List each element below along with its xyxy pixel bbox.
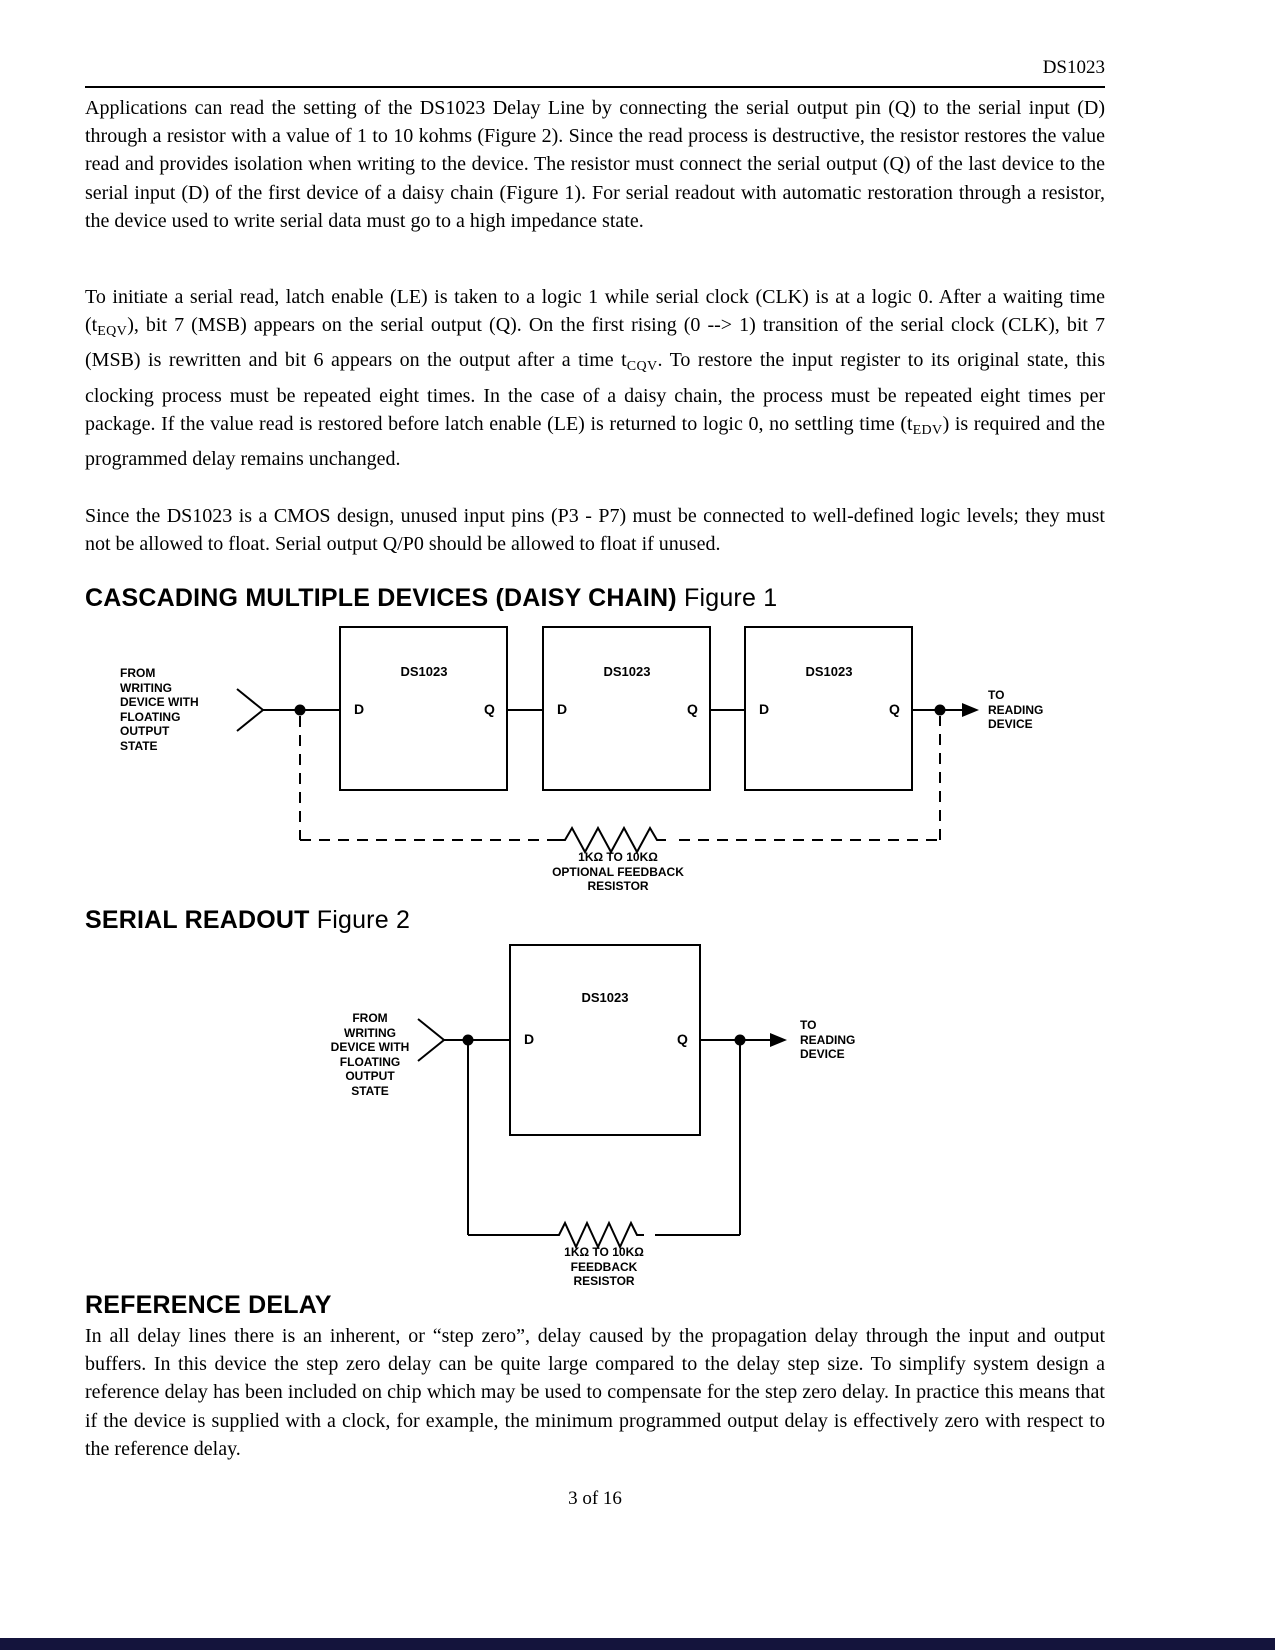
paragraph-reference-delay: In all delay lines there is an inherent,… (85, 1325, 1105, 1460)
figure2-resistor-label: 1KΩ TO 10KΩ FEEDBACK RESISTOR (564, 1245, 644, 1288)
page-number: 3 of 16 (568, 1488, 622, 1509)
figure1-node-right (934, 704, 946, 716)
figure1-chip-label-2: DS1023 (603, 664, 651, 679)
figure2-pin-d: D (524, 1031, 535, 1047)
header-rule (85, 86, 1105, 88)
figure1-svg (236, 626, 979, 855)
figure1-chip-label-1: DS1023 (400, 664, 448, 679)
figure2-buffer-chevron-icon (417, 1018, 446, 1062)
figure2-pin-q: Q (677, 1031, 688, 1047)
figure1-pin-q-3: Q (889, 701, 900, 717)
figure1-chip-box-1 (339, 626, 508, 791)
figure1-resistor-zigzag (556, 825, 666, 855)
p2-text-3: . To restore the input register to its o… (85, 349, 1105, 435)
figure1-pin-d-3: D (759, 701, 770, 717)
figure1-pin-d-2: D (557, 701, 568, 717)
figure1-to-label: TO READING DEVICE (988, 688, 1044, 731)
figure2-from-label: FROM WRITING DEVICE WITH FLOATING OUTPUT… (330, 1011, 410, 1098)
doc-id: DS1023 (1042, 57, 1105, 78)
figure1-from-label: FROM WRITING DEVICE WITH FLOATING OUTPUT… (120, 666, 199, 753)
figure1-heading: CASCADING MULTIPLE DEVICES (DAISY CHAIN)… (85, 584, 777, 613)
p2-text-1: To initiate a serial read, latch enable … (85, 286, 1105, 337)
figure1-heading-text: CASCADING MULTIPLE DEVICES (DAISY CHAIN) (85, 584, 677, 612)
figure2-svg (417, 944, 787, 1250)
paragraph-serial-readout: Applications can read the setting of the… (85, 97, 1105, 232)
figure2-arrow-right-icon (770, 1033, 787, 1047)
figure1-diagram: FROM WRITING DEVICE WITH FLOATING OUTPUT… (0, 618, 1275, 913)
figure1-buffer-chevron-icon (236, 688, 265, 732)
figure2-chip-label: DS1023 (581, 990, 629, 1005)
figure2-chip-box (509, 944, 701, 1136)
p2-sub-teqv: EQV (97, 324, 128, 340)
figure1-heading-ref: Figure 1 (683, 584, 778, 612)
bottom-scan-bar (0, 1638, 1275, 1650)
figure1-resistor-label: 1KΩ TO 10KΩ OPTIONAL FEEDBACK RESISTOR (552, 850, 684, 893)
figure2-heading-text: SERIAL READOUT (85, 906, 310, 934)
figure1-chip-label-3: DS1023 (805, 664, 853, 679)
figure1-pin-q-2: Q (687, 701, 698, 717)
figure2-resistor-zigzag (552, 1220, 644, 1250)
figure2-diagram: FROM WRITING DEVICE WITH FLOATING OUTPUT… (0, 935, 1275, 1300)
reference-delay-heading: REFERENCE DELAY (85, 1291, 332, 1319)
figure2-heading-ref: Figure 2 (316, 906, 411, 934)
p2-text-4: ) is required and the programmed delay r… (85, 412, 1105, 471)
figure1-arrow-right-icon (962, 703, 979, 717)
figure2-heading: SERIAL READOUT Figure 2 (85, 906, 410, 935)
figure2-to-label: TO READING DEVICE (800, 1018, 856, 1061)
p2-sub-tedv: EDV (912, 422, 943, 438)
figure1-chip-box-3 (744, 626, 913, 791)
p2-text-2: ), bit 7 (MSB) appears on the serial out… (85, 314, 1105, 372)
paragraph-serial-read-timing: To initiate a serial read, latch enable … (85, 283, 1105, 473)
p2-sub-tcqv: CQV (626, 359, 658, 375)
paragraph-cmos-note: Since the DS1023 is a CMOS design, unuse… (85, 505, 1105, 556)
figure1-node-left (294, 704, 306, 716)
figure1-pin-q-1: Q (484, 701, 495, 717)
figure1-chip-box-2 (542, 626, 711, 791)
figure1-pin-d-1: D (354, 701, 365, 717)
